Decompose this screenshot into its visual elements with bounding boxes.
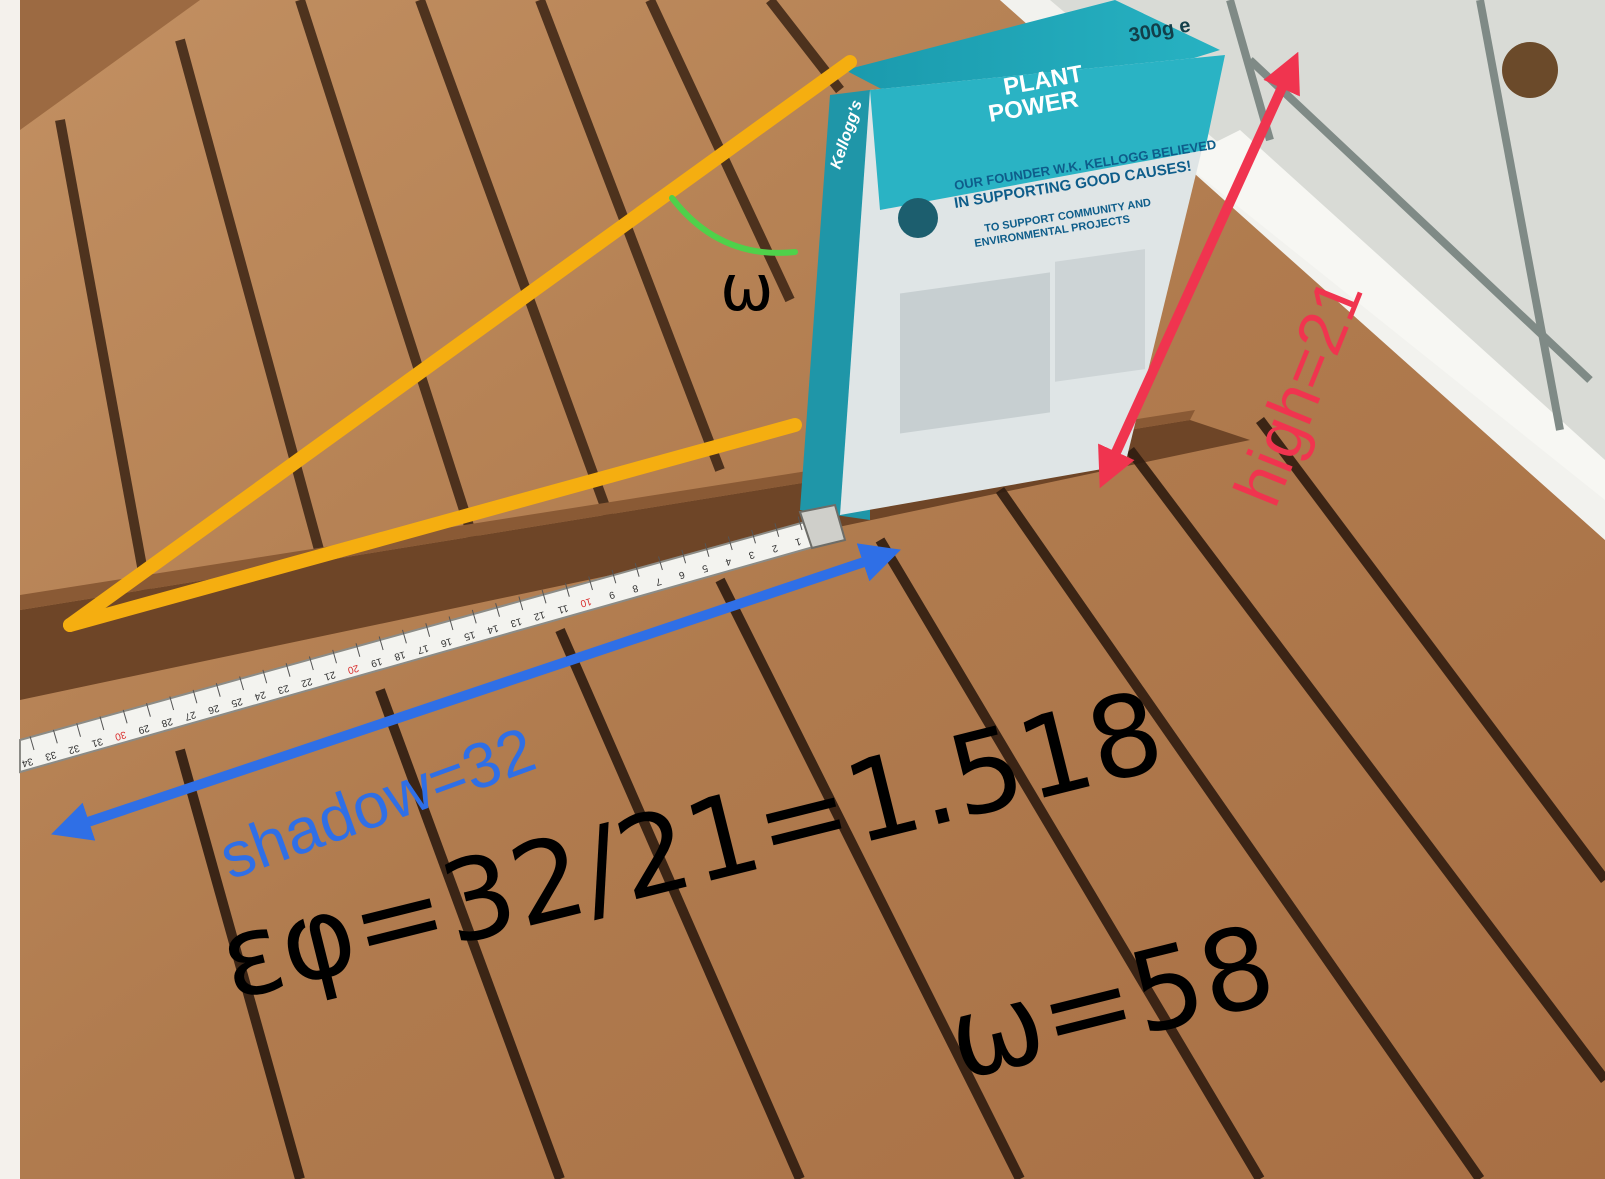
tape-tick-mark bbox=[29, 736, 35, 751]
shadow-arrow bbox=[51, 543, 901, 841]
tape-end-hook bbox=[798, 503, 847, 550]
angle-symbol: ω bbox=[720, 252, 774, 326]
angle-arc bbox=[669, 195, 798, 256]
hedgehog-illustration bbox=[898, 198, 938, 238]
corner-board bbox=[20, 0, 200, 130]
balcony-background bbox=[1000, 0, 1605, 540]
tape-tick-mark bbox=[774, 523, 780, 537]
railing-knob bbox=[1502, 42, 1558, 98]
tape-tick-mark bbox=[751, 529, 756, 544]
height-arrow bbox=[1098, 51, 1300, 489]
left-edge bbox=[0, 0, 20, 1179]
tape-tick-mark bbox=[797, 516, 803, 531]
tape-tick-label: 1 bbox=[793, 535, 802, 547]
tape-tick-label: 34 bbox=[20, 755, 34, 769]
triangle-hypotenuse bbox=[63, 55, 857, 632]
